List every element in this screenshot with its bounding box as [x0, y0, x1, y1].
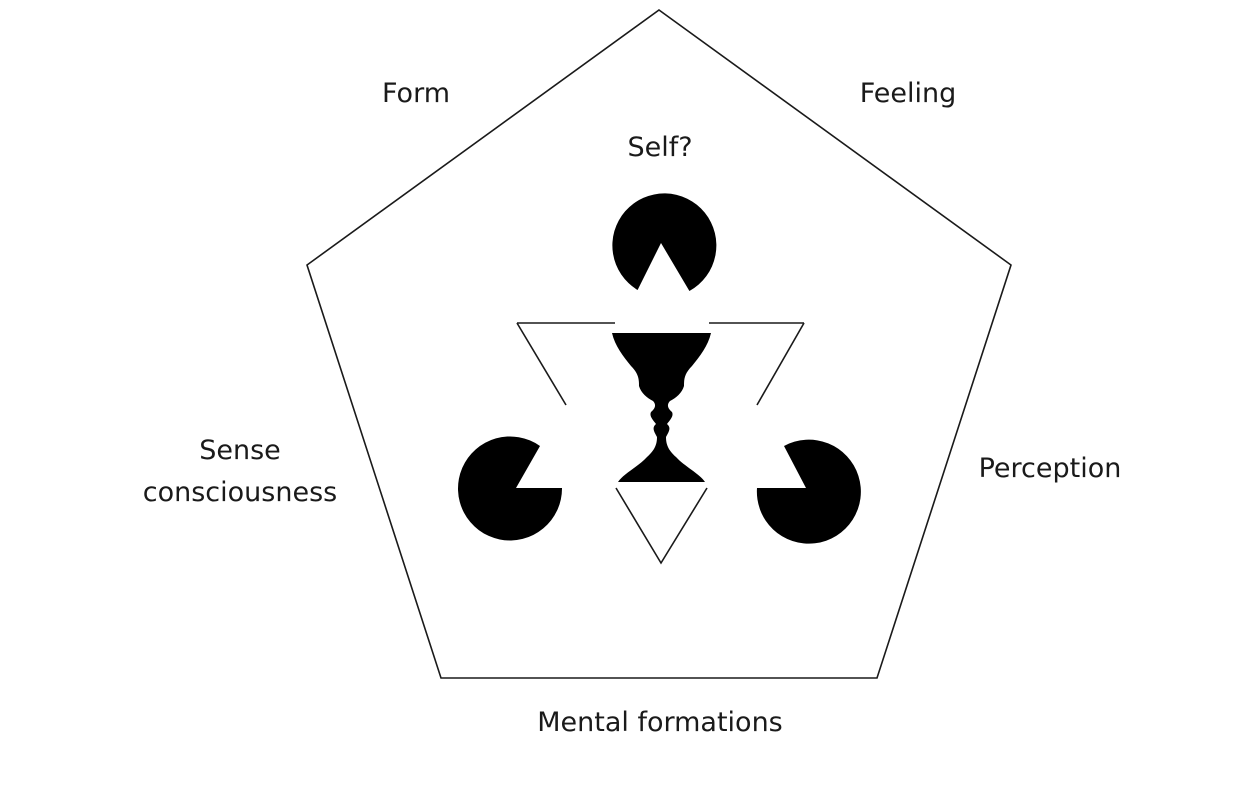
pentagon-outline: [306, 9, 1012, 679]
pacman-right-icon: [756, 439, 861, 544]
label-form: Form: [381, 78, 450, 109]
label-feeling: Feeling: [859, 78, 957, 109]
kanizsa-triangle-icon: [516, 322, 805, 565]
pacman-left-icon: [458, 436, 563, 541]
label-sense-line2: consciousness: [142, 477, 338, 508]
pacman-top-icon: [612, 193, 717, 291]
label-sense-line1: Sense: [199, 435, 281, 466]
label-sense-consciousness: Sense consciousness: [120, 430, 360, 514]
label-mental-formations: Mental formations: [537, 707, 783, 738]
rubin-vase-faces-icon: [612, 333, 711, 482]
label-perception: Perception: [978, 453, 1122, 484]
label-self: Self?: [627, 132, 693, 163]
